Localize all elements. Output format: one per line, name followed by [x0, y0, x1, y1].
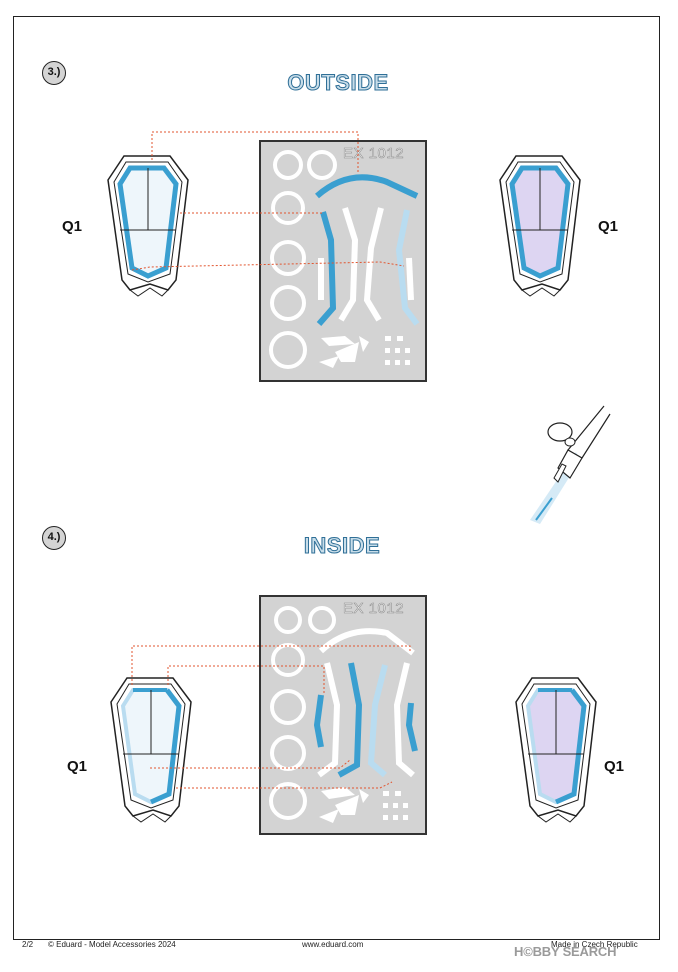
mask-parts-outside: [269, 150, 420, 369]
canopy-q1-outside-before: [107, 155, 189, 297]
footer-origin: Made in Czech Republic: [551, 940, 638, 949]
q1-label-outside-left: Q1: [62, 218, 83, 235]
airbrush-icon: [530, 405, 611, 524]
mask-parts-inside: [269, 606, 418, 823]
canopy-q1-inside-after: [515, 677, 597, 823]
footer-copyright: © Eduard - Model Accessories 2024: [48, 940, 176, 949]
step-3-heading: OUTSIDE: [287, 70, 389, 96]
sheet-code-outside: EX 1012: [343, 145, 405, 163]
watermark: H©BBY SEARCH: [514, 944, 617, 959]
step-4-number: 4.): [42, 526, 66, 550]
canopy-q1-outside-after: [499, 155, 581, 297]
step-3-number: 3.): [42, 61, 66, 85]
footer-website[interactable]: www.eduard.com: [302, 940, 364, 949]
q1-label-outside-right: Q1: [598, 218, 619, 235]
footer-page-number: 2/2: [22, 940, 34, 949]
sheet-code-inside: EX 1012: [343, 600, 405, 618]
step-4-heading: INSIDE: [303, 533, 381, 559]
canopy-q1-inside-before: [110, 677, 192, 823]
q1-label-inside-right: Q1: [604, 758, 625, 775]
page-frame: [13, 16, 660, 940]
q1-label-inside-left: Q1: [67, 758, 88, 775]
